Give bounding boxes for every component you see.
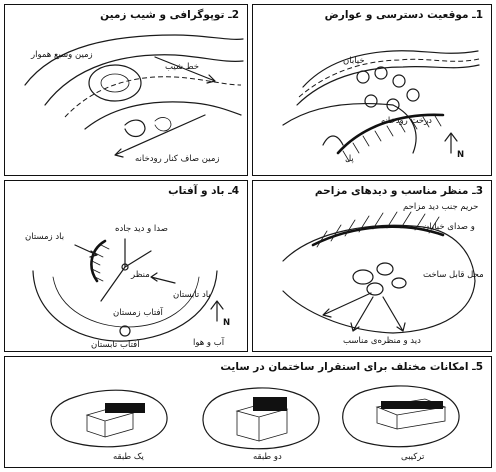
river-flat-area	[124, 119, 146, 138]
flat-land-area	[88, 64, 142, 102]
contour-3	[64, 76, 242, 118]
panel-topography: 2ـ توپوگرافی و شیب زمین زمین وسیع هموار …	[4, 4, 248, 176]
contour-4	[84, 101, 242, 130]
north-arrow	[210, 300, 224, 322]
option-combined	[342, 385, 460, 448]
river-hatch	[342, 115, 442, 162]
street-edge-inner	[296, 64, 480, 106]
placement-sketches	[50, 385, 460, 450]
panel-title: 5ـ امکانات مختلف برای استقرار ساختمان در…	[220, 361, 483, 373]
flat-land-inner	[100, 73, 130, 93]
summer-wind-arrow	[150, 272, 176, 284]
contour-1	[24, 34, 244, 86]
street-edge	[302, 50, 479, 88]
label-one-story: یک طبقه	[113, 452, 144, 462]
label-trees: درخت رودخانه	[381, 116, 432, 126]
option-two-story	[202, 387, 320, 450]
label-two-story: دو طبقه	[253, 452, 282, 462]
site-boundary	[282, 224, 476, 334]
label-wide-flat: زمین وسیع هموار	[31, 50, 93, 60]
label-street: خیابان	[343, 56, 365, 66]
label-view: منظر	[131, 270, 150, 280]
buffer-hatch	[316, 211, 440, 248]
north-arrow	[444, 132, 458, 154]
panel-access-location: 1ـ موقعیت دسترسی و عوارض خیابان درخت رود…	[252, 4, 492, 176]
noise-barrier	[90, 239, 107, 283]
slope-arrow	[154, 56, 216, 84]
label-buffer: حریم جنب دید مزاحم	[403, 202, 479, 212]
sun-path-arc	[32, 270, 218, 342]
view-arrow-1	[350, 296, 374, 332]
access-sketch	[282, 50, 480, 162]
sun-icon	[119, 325, 131, 337]
label-winter-sun: آفتاب زمستان	[113, 308, 163, 318]
label-summer-wind: باد تابستان	[173, 290, 211, 300]
panel-wind-sun: 4ـ باد و آفتاب صدا و دید جاده باد زمستان…	[4, 180, 248, 352]
view-arrow-3	[322, 292, 372, 318]
river-bank	[336, 113, 445, 155]
panel-views: 3ـ منظر مناسب و دیدهای مزاحم حریم جنب دی…	[252, 180, 492, 352]
label-climate: آب و هوا	[193, 338, 225, 348]
north-label: N	[457, 150, 465, 160]
north-label: N	[223, 318, 231, 328]
label-buildable: محل قابل ساخت	[423, 270, 484, 280]
label-noise: صدا و دید جاده	[115, 224, 168, 234]
topography-sketch	[24, 34, 244, 158]
tree-cluster	[356, 66, 420, 112]
label-bridge: پل	[345, 154, 354, 164]
label-combined: ترکیبی	[401, 452, 425, 462]
label-river-flat: زمین صاف کنار رودخانه	[135, 154, 220, 164]
label-winter-wind: باد زمستان	[25, 232, 65, 242]
label-summer-sun: آفتاب تابستان	[91, 340, 140, 350]
views-sketch	[282, 211, 476, 334]
label-slope: خط شیب	[165, 62, 200, 72]
view-arrow-2	[382, 296, 406, 332]
barrier-hatch	[91, 244, 110, 282]
label-street-noise: و صدای خیابان	[423, 222, 475, 232]
contour-2	[44, 54, 244, 106]
panel-title: 2ـ توپوگرافی و شیب زمین	[100, 9, 239, 21]
buildable-area	[352, 262, 407, 296]
label-view: دید و منظره‌ی مناسب	[343, 336, 421, 346]
panel-title: 3ـ منظر مناسب و دیدهای مزاحم	[314, 185, 483, 197]
bridge-icon	[322, 135, 344, 146]
site-boundary	[282, 103, 417, 154]
wind-sun-sketch	[32, 238, 224, 342]
sun-path-arc-inner	[52, 276, 200, 328]
winter-wind-arrow	[74, 244, 98, 258]
slope-arrow-2	[114, 114, 206, 158]
street-centerline	[298, 58, 480, 98]
panel-title: 4ـ باد و آفتاب	[168, 185, 239, 197]
option-one-story	[50, 389, 168, 448]
panel-title: 1ـ موقعیت دسترسی و عوارض	[324, 9, 483, 21]
view-arrows	[100, 238, 152, 302]
noise-buffer-edge	[311, 225, 445, 247]
panel-building-placement: 5ـ امکانات مختلف برای استقرار ساختمان در…	[4, 356, 492, 468]
river-flat-area-2	[154, 117, 172, 132]
